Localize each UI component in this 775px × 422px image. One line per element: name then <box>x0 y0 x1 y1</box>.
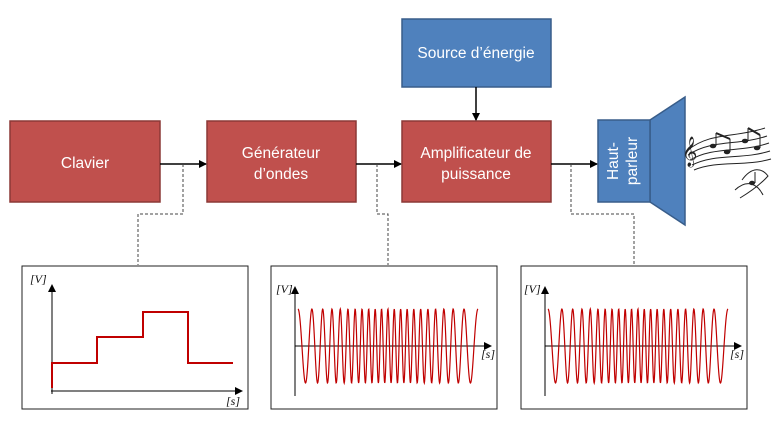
staircase-signal <box>51 311 233 388</box>
svg-text:𝄞: 𝄞 <box>682 136 697 168</box>
block-power-source: Source d’énergie <box>401 18 552 88</box>
graph2-ylabel: [V] <box>276 282 293 296</box>
block-wave-generator: Générateur d’ondes <box>206 120 357 203</box>
leader-generator-output <box>376 164 389 265</box>
dashed-leaders <box>137 164 635 265</box>
graph-keyboard-output: [V] [s] <box>21 265 249 410</box>
graph3-ylabel: [V] <box>524 282 541 296</box>
graph1-xlabel: [s] <box>226 394 240 408</box>
chirp-signal <box>547 306 729 386</box>
block-generator-label-line2: d’ondes <box>254 166 309 183</box>
leader-keyboard-output <box>137 164 184 265</box>
graph-amplifier-output: [V] [s] <box>520 265 748 410</box>
block-amplifier-label-line2: puissance <box>441 166 511 183</box>
block-power-amplifier: Amplificateur de puissance <box>401 120 552 203</box>
block-power-source-label: Source d’énergie <box>417 45 534 62</box>
graph2-xlabel: [s] <box>481 347 495 361</box>
block-generator-label-line1: Générateur <box>242 145 320 162</box>
block-speaker-label-line1: Haut- <box>605 142 622 180</box>
block-speaker-label-line2: parleur <box>624 137 641 185</box>
leader-amplifier-output <box>570 164 635 265</box>
chirp-signal <box>297 306 479 386</box>
speaker-icon <box>649 95 686 227</box>
graph1-ylabel: [V] <box>30 272 47 286</box>
block-keyboard-label: Clavier <box>61 155 109 172</box>
block-speaker: Haut- parleur <box>597 95 686 227</box>
graph3-xlabel: [s] <box>730 347 744 361</box>
graph-generator-output: [V] [s] <box>270 265 498 410</box>
block-amplifier-label-line1: Amplificateur de <box>420 145 531 162</box>
music-notes-icon: 𝄞 <box>682 127 772 199</box>
block-keyboard: Clavier <box>9 120 161 203</box>
